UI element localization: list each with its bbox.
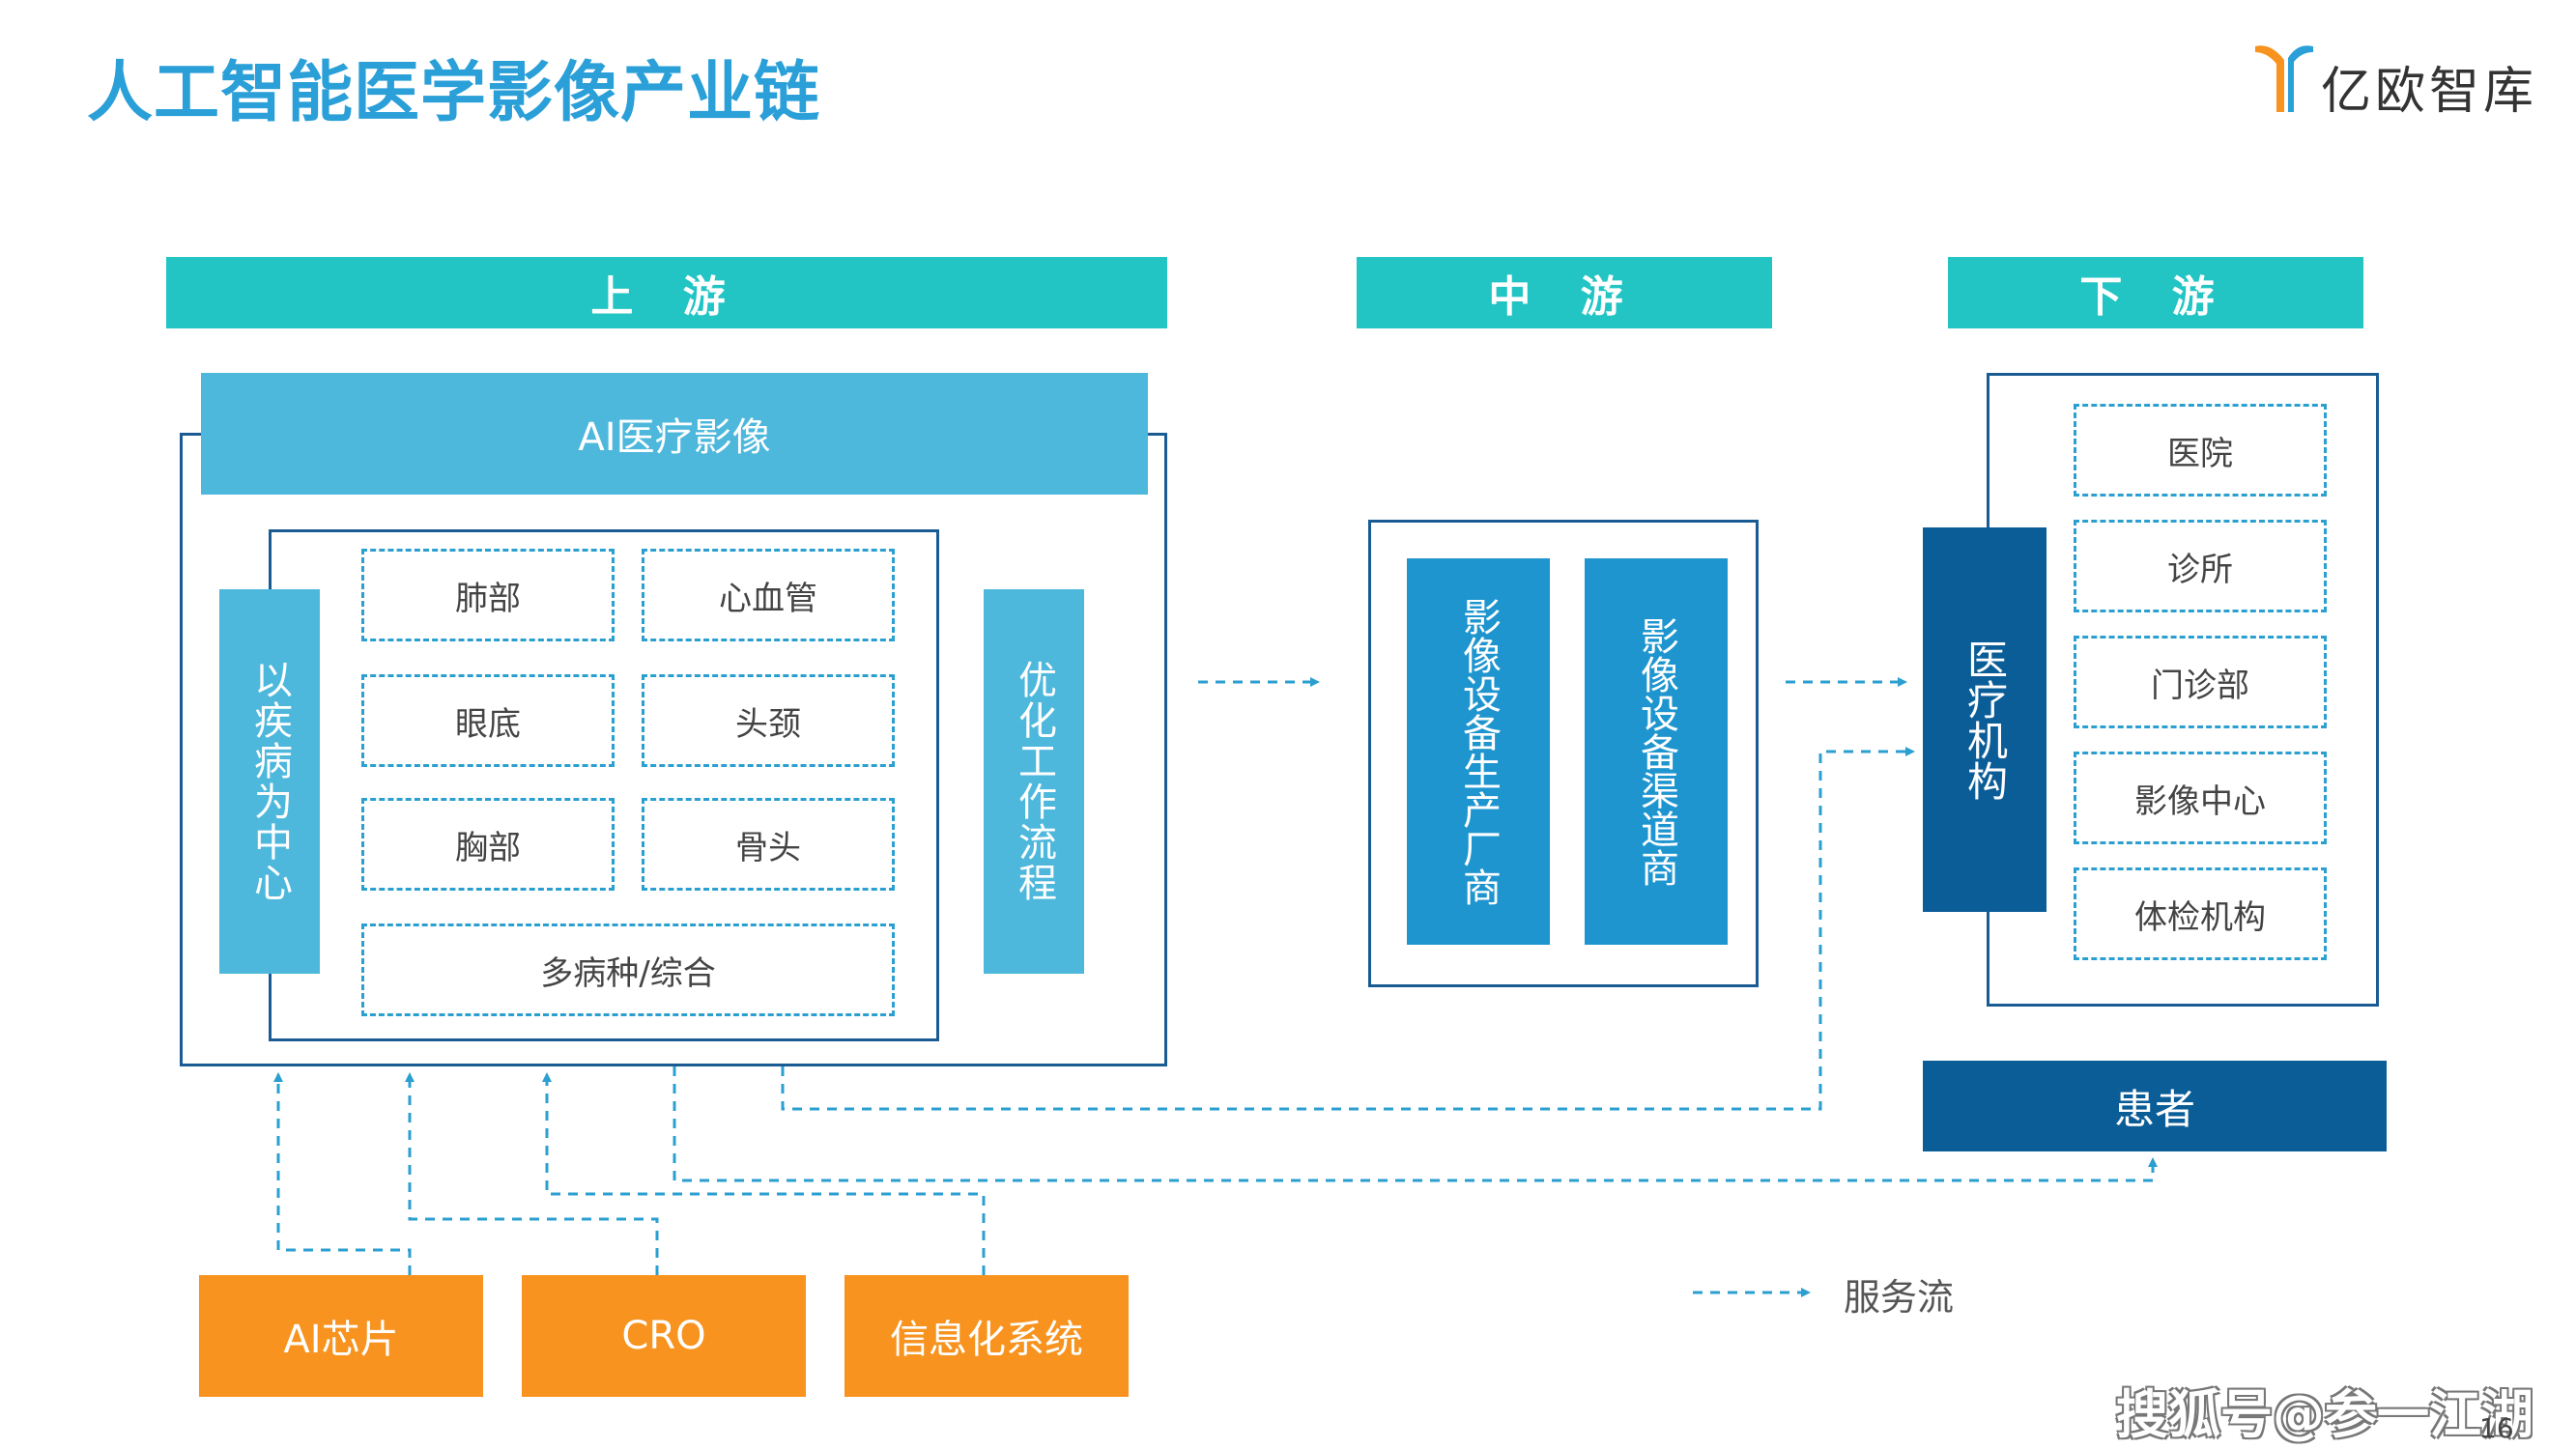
workflow-optimization-bar: 优化工作流程 bbox=[984, 589, 1084, 974]
brand-logo: 亿欧智库 bbox=[2251, 39, 2541, 121]
equipment-manufacturer: 影像设备生产厂商 bbox=[1407, 558, 1550, 945]
cell-bone: 骨头 bbox=[642, 798, 895, 891]
page-number: 16 bbox=[2479, 1412, 2514, 1444]
header-upstream: 上 游 bbox=[166, 257, 1167, 328]
inst-hospital: 医院 bbox=[2074, 404, 2327, 497]
arrow-cro-to-up bbox=[405, 1072, 659, 1275]
yiou-logo-icon bbox=[2255, 45, 2313, 113]
watermark: 搜狐号@参一江湖 bbox=[2116, 1384, 2533, 1445]
supplier-ai-chip: AI芯片 bbox=[199, 1275, 483, 1397]
cell-fundus: 眼底 bbox=[361, 674, 615, 767]
header-midstream: 中 游 bbox=[1357, 257, 1772, 328]
medical-institutions-bar: 医疗机构 bbox=[1923, 527, 2046, 912]
legend-label: 服务流 bbox=[1844, 1276, 1955, 1319]
equipment-distributor: 影像设备渠道商 bbox=[1585, 558, 1728, 945]
cell-chest: 胸部 bbox=[361, 798, 615, 891]
inst-clinic: 诊所 bbox=[2074, 520, 2327, 612]
ai-imaging-banner: AI医疗影像 bbox=[201, 373, 1148, 495]
page-title: 人工智能医学影像产业链 bbox=[87, 55, 821, 131]
supplier-cro: CRO bbox=[522, 1275, 806, 1397]
inst-imaging-center: 影像中心 bbox=[2074, 752, 2327, 844]
arrow-info-to-up bbox=[542, 1072, 986, 1275]
disease-centered-bar: 以疾病为中心 bbox=[219, 589, 320, 974]
patient-box: 患者 bbox=[1923, 1061, 2387, 1151]
cell-lung: 肺部 bbox=[361, 549, 615, 641]
inst-outpatient: 门诊部 bbox=[2074, 636, 2327, 728]
arrow-up-to-patient bbox=[673, 1066, 2158, 1182]
header-downstream: 下 游 bbox=[1948, 257, 2363, 328]
arrow-up-to-institutions bbox=[781, 747, 1915, 1111]
arrow-chip-to-up bbox=[273, 1072, 412, 1275]
supplier-info-system: 信息化系统 bbox=[844, 1275, 1129, 1397]
inst-physical-exam: 体检机构 bbox=[2074, 867, 2327, 960]
cell-multi-disease: 多病种/综合 bbox=[361, 923, 895, 1016]
cell-cardiovascular: 心血管 bbox=[642, 549, 895, 641]
midstream-frame bbox=[1368, 520, 1759, 987]
logo-text: 亿欧智库 bbox=[2321, 63, 2538, 121]
cell-head-neck: 头颈 bbox=[642, 674, 895, 767]
